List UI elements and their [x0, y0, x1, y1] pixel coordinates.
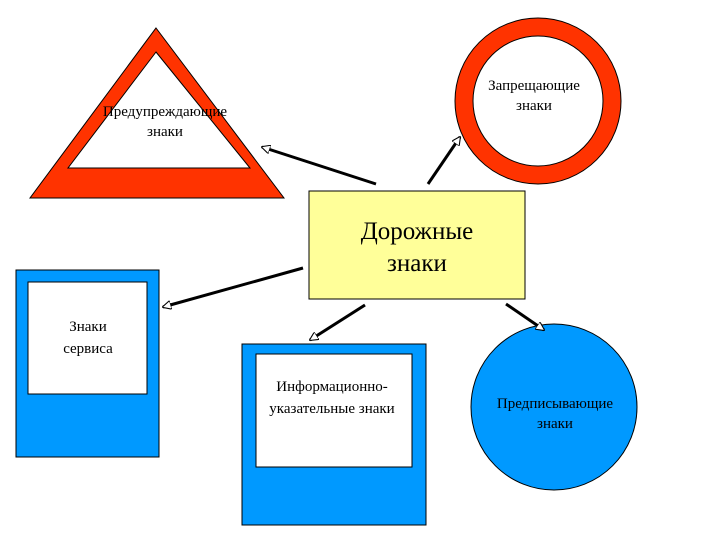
prohibiting-label-line1: Запрещающие [488, 78, 580, 94]
center-label-line2: знаки [387, 250, 447, 277]
informational-panel-inner [255, 353, 413, 468]
center-label-line1: Дорожные [360, 218, 474, 245]
arrow-to-informational [310, 303, 366, 342]
warning-triangle-inner [66, 51, 252, 169]
service-label: Знаки сервиса [28, 316, 148, 360]
warning-sign-triangle [29, 27, 286, 199]
arrow-to-service [163, 266, 304, 307]
mandatory-label: Предписывающие знаки [470, 394, 640, 434]
informational-label-line2: указательные знаки [269, 401, 395, 417]
prohibiting-inner [472, 35, 604, 167]
mandatory-sign-circle [470, 323, 638, 491]
warning-label-line1: Предупреждающие [102, 104, 228, 120]
center-label: Дорожные знаки [310, 216, 524, 280]
prohibiting-label: Запрещающие знаки [464, 76, 604, 116]
center-box [308, 190, 526, 300]
service-label-line2: сервиса [63, 341, 113, 357]
warning-label: Предупреждающие знаки [70, 102, 260, 142]
service-sign-panel [15, 269, 160, 458]
arrow-to-warning [262, 147, 377, 186]
informational-label: Информационно- указательные знаки [252, 376, 412, 420]
informational-sign-panel [241, 343, 427, 526]
mandatory-label-line2: знаки [537, 416, 573, 432]
prohibiting-label-line2: знаки [516, 98, 552, 114]
service-panel-inner [27, 281, 148, 395]
mandatory-label-line1: Предписывающие [496, 396, 614, 412]
service-label-line1: Знаки [69, 319, 107, 335]
arrow-to-prohibiting [426, 137, 462, 185]
arrow-to-mandatory [505, 302, 544, 332]
informational-label-line1: Информационно- [276, 379, 388, 395]
prohibiting-sign-circle [454, 17, 622, 185]
warning-label-line2: знаки [147, 124, 183, 140]
